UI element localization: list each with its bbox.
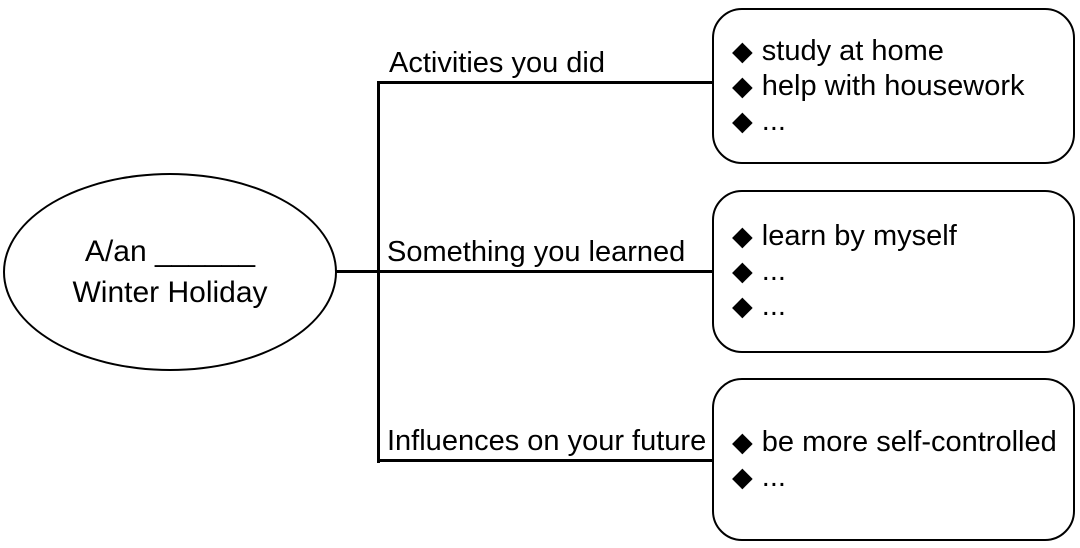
root-node-line2: Winter Holiday [72,276,268,309]
diamond-bullet-icon: ◆ [732,221,753,252]
branch-label-influences: Influences on your future [387,425,707,457]
list-item: ◆ ... [732,289,1065,324]
diamond-bullet-icon: ◆ [732,291,753,322]
list-item: ◆ ... [732,254,1065,289]
list-item-label: learn by myself [761,220,957,252]
diamond-bullet-icon: ◆ [732,426,753,458]
connector-branch-activities [377,81,713,84]
diamond-bullet-icon: ◆ [732,256,753,287]
list-item-label: help with housework [761,69,1025,102]
list-item: ◆ learn by myself [732,219,1065,254]
connector-root-stub [336,270,379,273]
branch-label-activities: Activities you did [389,47,605,79]
connector-branch-learned [377,270,713,273]
root-node-ellipse: A/an ______ Winter Holiday [3,173,337,371]
list-item-label: ... [761,460,786,493]
list-item: ◆ help with housework [732,69,1065,104]
diamond-bullet-icon: ◆ [732,70,753,102]
list-item-label: ... [761,255,786,287]
list-item: ◆ ... [732,460,1065,495]
connector-branch-influences [377,459,713,462]
root-node-line1: A/an ______ [84,235,256,268]
branch-label-learned: Something you learned [387,236,686,268]
diamond-bullet-icon: ◆ [732,35,753,67]
list-item: ◆ study at home [732,34,1065,69]
list-item-label: ... [761,290,786,322]
branch-box-activities: ◆ study at home ◆ help with housework ◆ … [712,8,1075,164]
branch-box-influences: ◆ be more self-controlled ◆ ... [712,378,1075,541]
list-item-label: ... [761,104,786,137]
list-item: ◆ ... [732,104,1065,139]
list-item: ◆ be more self-controlled [732,425,1065,460]
list-item-label: study at home [761,34,944,67]
list-item-label: be more self-controlled [761,425,1057,458]
diamond-bullet-icon: ◆ [732,105,753,137]
diamond-bullet-icon: ◆ [732,461,753,493]
branch-box-learned: ◆ learn by myself ◆ ... ◆ ... [712,190,1075,353]
